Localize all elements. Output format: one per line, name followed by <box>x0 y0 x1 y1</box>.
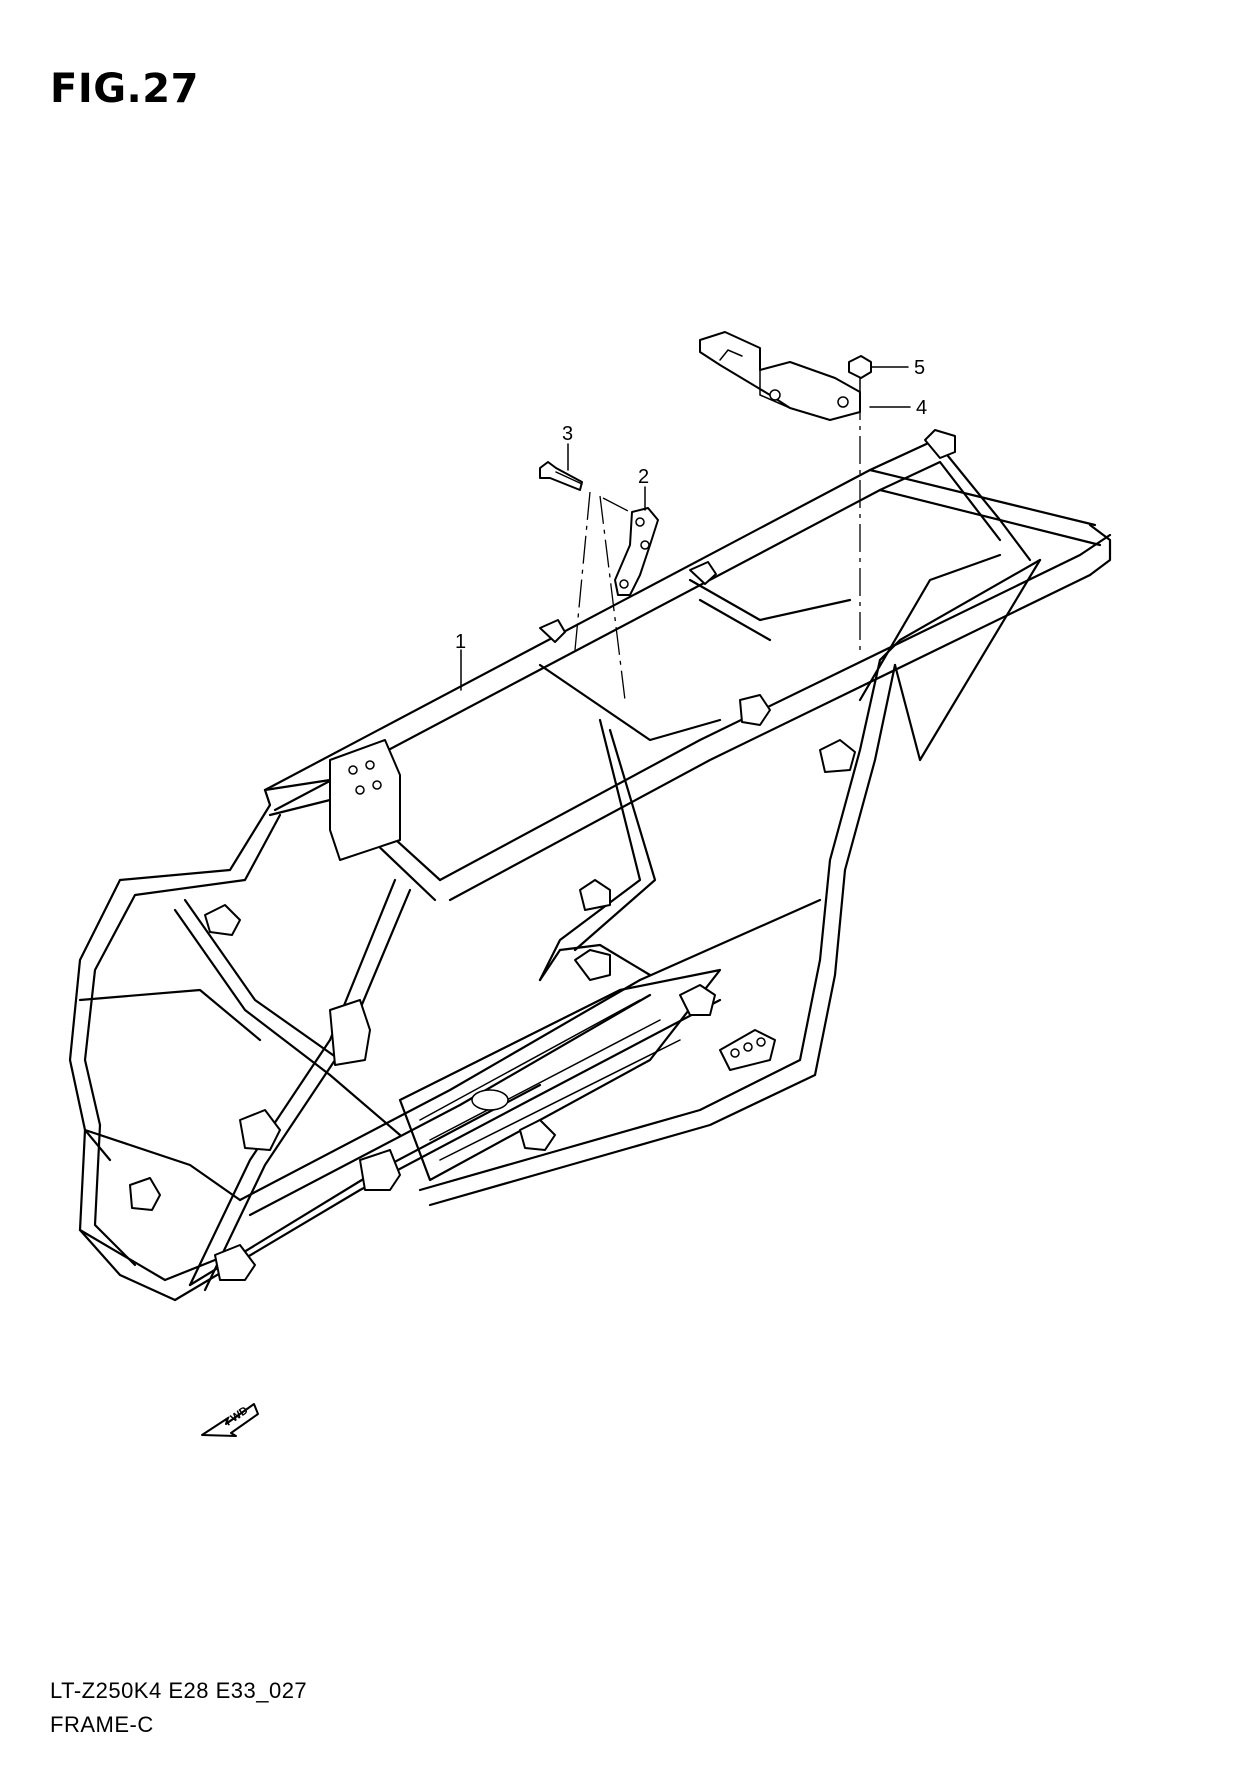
callout-leaders <box>460 366 911 691</box>
bolt-part-3 <box>539 461 583 491</box>
callout-3: 3 <box>562 423 573 445</box>
callout-1: 1 <box>455 631 466 653</box>
bracket-part-2 <box>614 507 659 596</box>
diagram-name: FRAME-C <box>50 1712 154 1737</box>
callout-2: 2 <box>638 466 649 488</box>
callout-4: 4 <box>916 397 927 419</box>
bolt-part-5 <box>848 355 872 393</box>
assembly-lines <box>574 392 861 701</box>
figure-title: FIG.27 <box>50 66 199 112</box>
fwd-arrow-icon: FWD <box>201 1403 259 1437</box>
main-frame <box>68 429 1112 1302</box>
bracket-part-4 <box>699 331 861 421</box>
diagram-code: LT-Z250K4 E28 E33_027 <box>50 1678 308 1703</box>
callout-5: 5 <box>914 357 925 379</box>
